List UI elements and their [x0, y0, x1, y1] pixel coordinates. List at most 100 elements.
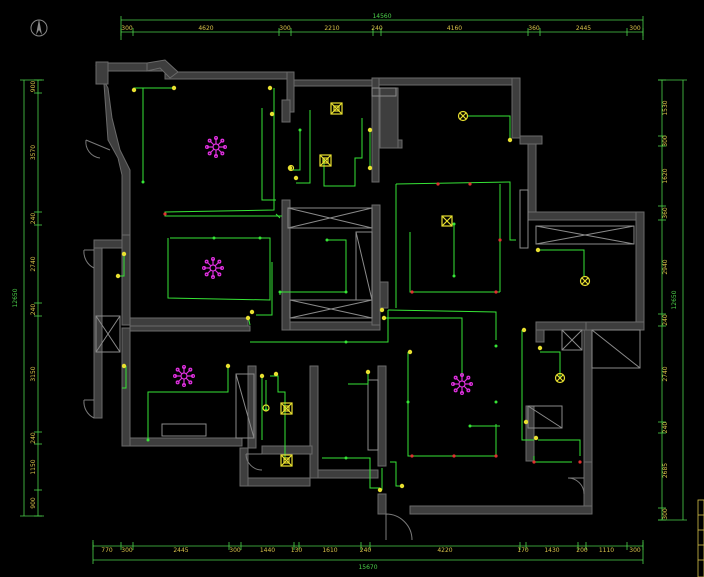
dim-segment-label: 1440 — [260, 547, 275, 554]
dim-segment-label: 300 — [662, 135, 669, 147]
dim-right-total: 12650 — [671, 290, 678, 309]
chandeliers — [173, 136, 474, 396]
chandelier-icon — [173, 365, 196, 388]
node-icon — [532, 460, 536, 464]
switch-icon — [381, 315, 387, 321]
switch-icon — [269, 111, 275, 117]
dim-segment-label: 300 — [629, 25, 641, 32]
node-icon — [163, 212, 167, 216]
dim-segment-label: 900 — [30, 81, 37, 93]
dim-segment-label: 1110 — [599, 547, 614, 554]
dim-segment-label: 240 — [30, 213, 37, 225]
switch-icon — [377, 487, 383, 493]
node-icon — [498, 238, 502, 242]
dim-bottom-total: 15670 — [358, 564, 377, 571]
exhaust-fans — [280, 102, 453, 467]
dim-segment-label: 360 — [528, 25, 540, 32]
cabinets — [95, 87, 641, 451]
ceiling-light-icon — [579, 275, 591, 287]
dim-top-total: 14560 — [372, 13, 391, 20]
chandelier-icon — [202, 257, 225, 280]
dim-segment-label: 240 — [30, 432, 37, 444]
switch-icon — [267, 85, 273, 91]
dim-segment-label: 200 — [576, 547, 588, 554]
node-icon — [410, 454, 414, 458]
dim-segment-label: 300 — [662, 508, 669, 520]
switch-icon — [121, 363, 127, 369]
doors — [83, 139, 585, 541]
exhaust-fan-icon — [319, 154, 332, 167]
dim-segment-label: 240 — [371, 25, 383, 32]
dim-segment-label: 360 — [662, 207, 669, 219]
switch-icon — [131, 87, 137, 93]
dimension-right: 12650 1530300162036029402402740240268530… — [658, 79, 687, 521]
switch-icon — [537, 345, 543, 351]
dim-segment-label: 4160 — [447, 25, 462, 32]
switches — [115, 85, 543, 493]
dim-segment-label: 4620 — [198, 25, 213, 32]
node-icon — [494, 454, 498, 458]
dim-segment-label: 300 — [279, 25, 291, 32]
switch-icon — [379, 307, 385, 313]
dimension-bottom: 15670 770 300 2445 300 1440 130 1610 240 4220 170… — [92, 540, 644, 571]
ceiling-lights — [262, 110, 591, 412]
north-arrow-icon — [30, 19, 48, 37]
endpoints — [141, 128, 498, 460]
node-icon — [410, 290, 414, 294]
switch-icon — [367, 165, 373, 171]
dim-segment-label: 2940 — [662, 259, 669, 274]
switch-icon — [259, 373, 265, 379]
switch-icon — [245, 315, 251, 321]
walls — [93, 59, 645, 515]
exhaust-fan-icon — [330, 102, 343, 115]
chandelier-icon — [205, 136, 228, 159]
dim-segment-label: 300 — [121, 547, 133, 554]
node-icon — [452, 454, 456, 458]
dim-segment-label: 1610 — [322, 547, 337, 554]
exhaust-fan-icon — [280, 402, 293, 415]
switch-icon — [225, 363, 231, 369]
switch-icon — [365, 369, 371, 375]
dim-segment-label: 770 — [101, 547, 113, 554]
switch-icon — [171, 85, 177, 91]
switch-icon — [535, 247, 541, 253]
dim-segment-label: 4220 — [437, 547, 452, 554]
node-icon — [494, 290, 498, 294]
ceiling-light-icon — [457, 110, 469, 122]
dim-segment-label: 240 — [662, 422, 669, 434]
switch-icon — [115, 273, 121, 279]
dim-segment-label: 2445 — [173, 547, 188, 554]
dim-segment-label: 300 — [229, 547, 241, 554]
dim-segment-label: 170 — [517, 547, 529, 554]
dim-segment-label: 2445 — [576, 25, 591, 32]
dim-segment-label: 130 — [291, 547, 303, 554]
nodes — [163, 182, 582, 464]
switch-icon — [521, 327, 527, 333]
node-icon — [578, 460, 582, 464]
title-block-fragment — [697, 499, 704, 577]
dim-segment-label: 1530 — [662, 100, 669, 115]
dim-segment-label: 2210 — [324, 25, 339, 32]
switch-icon — [367, 127, 373, 133]
downlight-icon — [287, 164, 295, 172]
dimension-top: 14560 300 4620 300 2210 240 4160 360 2445 300 — [120, 13, 644, 40]
switch-icon — [523, 419, 529, 425]
exhaust-fan-icon — [441, 215, 453, 227]
dim-segment-label: 240 — [360, 547, 372, 554]
node-icon — [436, 182, 440, 186]
dim-segment-label: 300 — [121, 25, 133, 32]
dim-segment-label: 300 — [629, 547, 641, 554]
ceiling-light-icon — [554, 372, 566, 384]
switch-icon — [507, 137, 513, 143]
wiring — [118, 87, 585, 490]
dim-segment-label: 1620 — [662, 168, 669, 183]
dim-segment-label: 3570 — [30, 145, 37, 160]
dim-segment-label: 240 — [30, 304, 37, 316]
dim-segment-label: 2740 — [30, 256, 37, 271]
dim-segment-label: 240 — [662, 314, 669, 326]
chandelier-icon — [451, 373, 474, 396]
dim-segment-label: 3150 — [30, 366, 37, 381]
dim-segment-label: 1150 — [30, 459, 37, 474]
